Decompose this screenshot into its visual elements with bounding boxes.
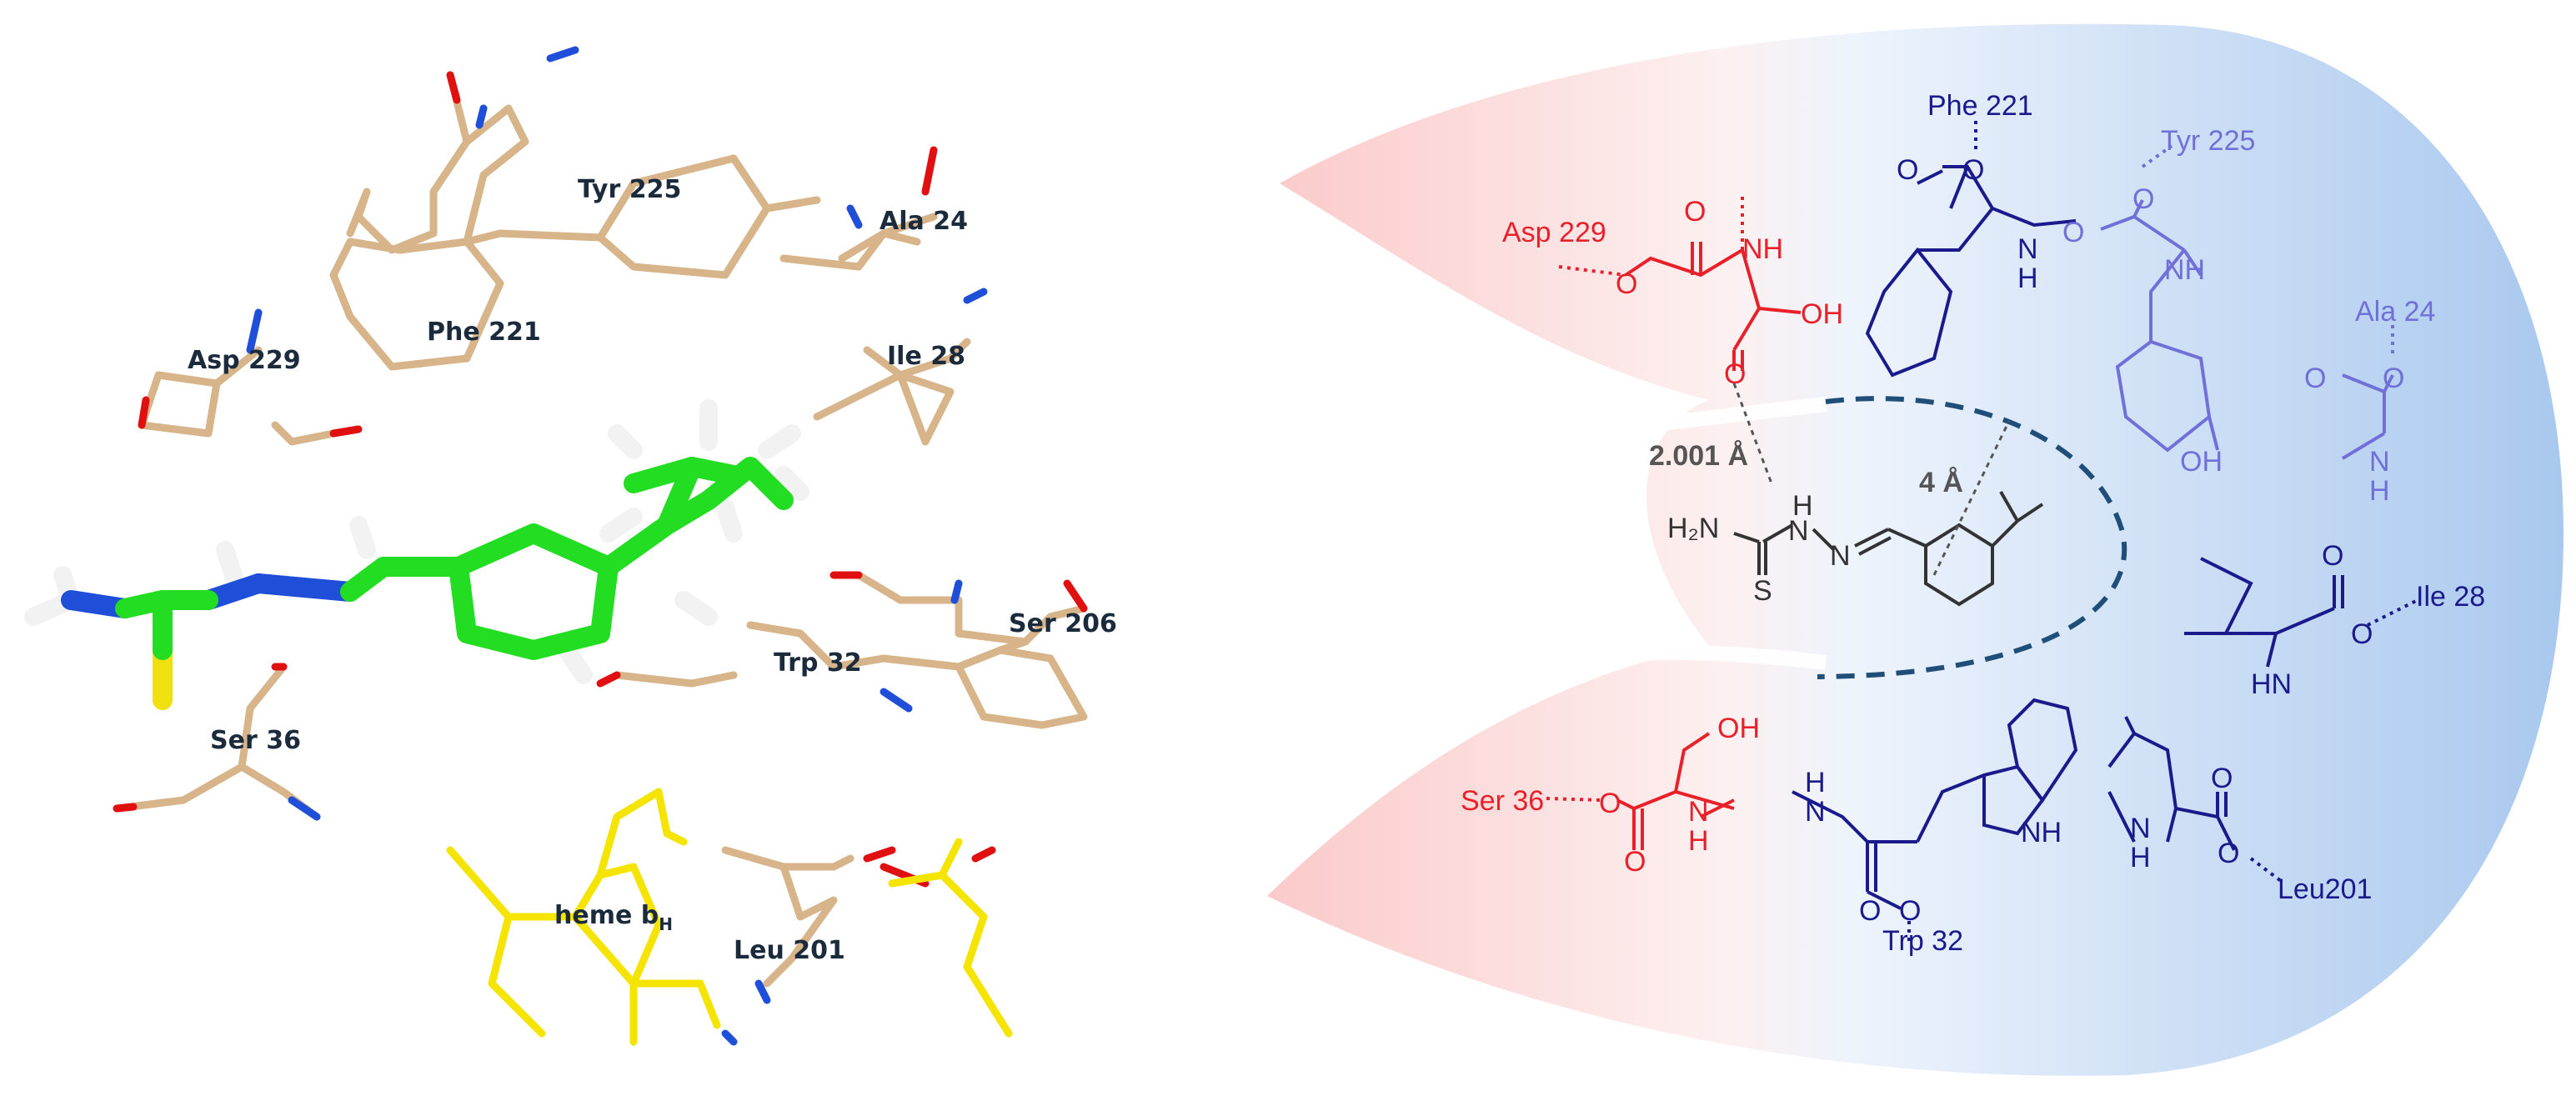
label-ala24: Ala 24 (880, 207, 968, 236)
atom-O-trp-a: O (1859, 895, 1881, 927)
label-ile28: Ile 28 (887, 342, 965, 371)
label-trp32: Trp 32 (774, 648, 862, 678)
pocket-outline (1817, 396, 2127, 679)
residue-ala24 (2341, 325, 2394, 460)
atom-O-leu-a: O (2211, 763, 2233, 794)
label-ser206: Ser 206 (1009, 609, 1117, 638)
label-heme: heme bH (554, 901, 673, 934)
label-tyr225: Tyr 225 (578, 175, 681, 204)
label-asp229: Asp 229 (188, 346, 301, 375)
interaction-2d-diagram: Asp 229 O O NH OH O 2.001 Å Phe 221 O O … (1267, 23, 2563, 1076)
ligand-structure (1733, 420, 2044, 607)
label-phe221: Phe 221 (427, 318, 541, 347)
atom-O-leu-b: O (2218, 838, 2239, 869)
atom-OH-ser: OH (1717, 713, 1760, 744)
atom-O-trp-b: O (1899, 895, 1921, 927)
residue-tyr225 (2100, 144, 2219, 453)
atom-OH-asp: OH (1801, 298, 1843, 330)
atom-H-ligand: H (1792, 490, 1813, 522)
label-asp229-2d: Asp 229 (1502, 217, 1606, 248)
atom-O-ala-b: O (2383, 363, 2404, 394)
residue-phe221 (1865, 121, 2077, 378)
residue-labels-3d: Tyr 225 Ala 24 Asp 229 Phe 221 Ile 28 Se… (188, 175, 1117, 965)
atom-O-ile-a: O (2322, 540, 2343, 572)
atom-N-ligand-b: N (1830, 540, 1851, 572)
residue-sticks (113, 46, 1088, 1046)
atom-N-ala: N (2369, 446, 2390, 478)
atom-N-leu: N (2130, 813, 2151, 844)
atom-OH-tyr: OH (2180, 446, 2223, 478)
label-ser36-2d: Ser 36 (1461, 785, 1544, 817)
atom-O-asp-b: O (1616, 268, 1637, 300)
residue-asp229 (1558, 192, 1802, 371)
label-tyr225-2d: Tyr 225 (2161, 125, 2255, 157)
residue-trp32 (1792, 698, 2078, 942)
atom-N-trp: N (1805, 796, 1826, 828)
atom-H-ser: H (1688, 825, 1709, 857)
atom-N-phe: N (2017, 233, 2038, 265)
atom-O-tyr-a: O (2062, 217, 2084, 248)
residue-ile28 (2184, 557, 2418, 668)
label-leu201-2d: Leu201 (2278, 873, 2372, 905)
label-ser36: Ser 36 (210, 726, 301, 755)
docking-3d-view: Tyr 225 Ala 24 Asp 229 Phe 221 Ile 28 Se… (24, 46, 1117, 1046)
ligand-sticks (24, 399, 809, 710)
atom-O-tyr-b: O (2132, 183, 2154, 215)
atom-S-ligand: S (1753, 575, 1772, 607)
residue-ser36 (1546, 732, 1735, 850)
atom-H-leu: H (2130, 842, 2151, 873)
distance-hbond: 2.001 Å (1649, 440, 1748, 472)
atom-O-phe-b: O (1962, 154, 1984, 186)
atom-H2N-ligand: H₂N (1667, 513, 1719, 544)
atom-O-ser-b: O (1624, 846, 1646, 878)
atom-O-phe-a: O (1897, 154, 1918, 186)
label-trp32-2d: Trp 32 (1882, 925, 1963, 957)
atom-O-ser-a: O (1599, 788, 1621, 819)
label-ala24-2d: Ala 24 (2355, 296, 2435, 328)
hbond-line (1732, 383, 1773, 484)
atom-H-trp: H (1805, 767, 1826, 798)
label-ile28-2d: Ile 28 (2416, 581, 2485, 613)
binding-pocket-background (1267, 23, 2563, 1076)
residue-leu201 (2107, 716, 2286, 885)
distance-pi: 4 Å (1919, 467, 1963, 498)
atom-HN-ile: HN (2251, 668, 2292, 700)
atom-O-ala-a: O (2304, 363, 2326, 394)
atom-NH-trp: NH (2021, 817, 2062, 848)
pi-interaction-line (1932, 420, 2011, 576)
label-leu201: Leu 201 (734, 936, 845, 965)
label-phe221-2d: Phe 221 (1927, 90, 2033, 122)
atom-H-ala: H (2369, 475, 2390, 507)
atom-NH-asp: NH (1742, 233, 1783, 265)
atom-O-ile-b: O (2351, 618, 2373, 650)
atom-H-phe: H (2017, 263, 2038, 294)
atom-N-ser: N (1688, 796, 1709, 828)
atom-NH-tyr: NH (2164, 254, 2205, 286)
atom-O-asp-a: O (1684, 196, 1706, 228)
atom-N-ligand-a: N (1788, 515, 1809, 547)
